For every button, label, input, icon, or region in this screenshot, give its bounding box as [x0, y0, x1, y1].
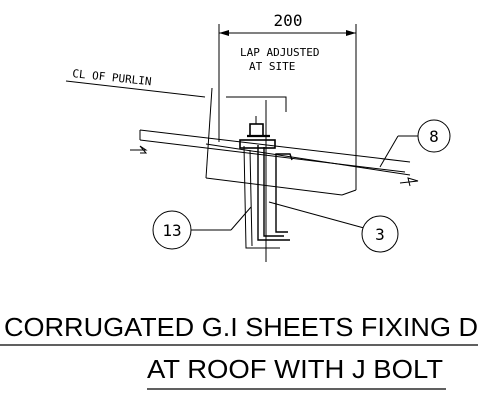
- upper-corrugated-sheet: [205, 87, 419, 196]
- lap-note-line2: AT SITE: [249, 60, 295, 73]
- purlin-label: CL OF PURLIN: [72, 67, 152, 88]
- title-line-1: CORRUGATED G.I SHEETS FIXING D: [4, 314, 478, 342]
- purlin-and-j-bolt: [239, 100, 293, 262]
- callout-3-number: 3: [375, 225, 385, 244]
- detail-title: CORRUGATED G.I SHEETS FIXING D AT ROOF W…: [0, 314, 478, 390]
- callout-8: 8: [379, 119, 451, 168]
- lap-note-line1: LAP ADJUSTED: [240, 46, 319, 59]
- callout-13: 13: [152, 206, 252, 250]
- callout-3: 3: [268, 201, 399, 253]
- dimension-200: 200: [218, 11, 357, 190]
- callout-8-number: 8: [429, 127, 439, 146]
- title-line-2: AT ROOF WITH J BOLT: [147, 356, 443, 384]
- callout-13-number: 13: [162, 221, 181, 240]
- dimension-value: 200: [274, 11, 303, 30]
- purlin-centerline-leader: CL OF PURLIN: [65, 67, 287, 112]
